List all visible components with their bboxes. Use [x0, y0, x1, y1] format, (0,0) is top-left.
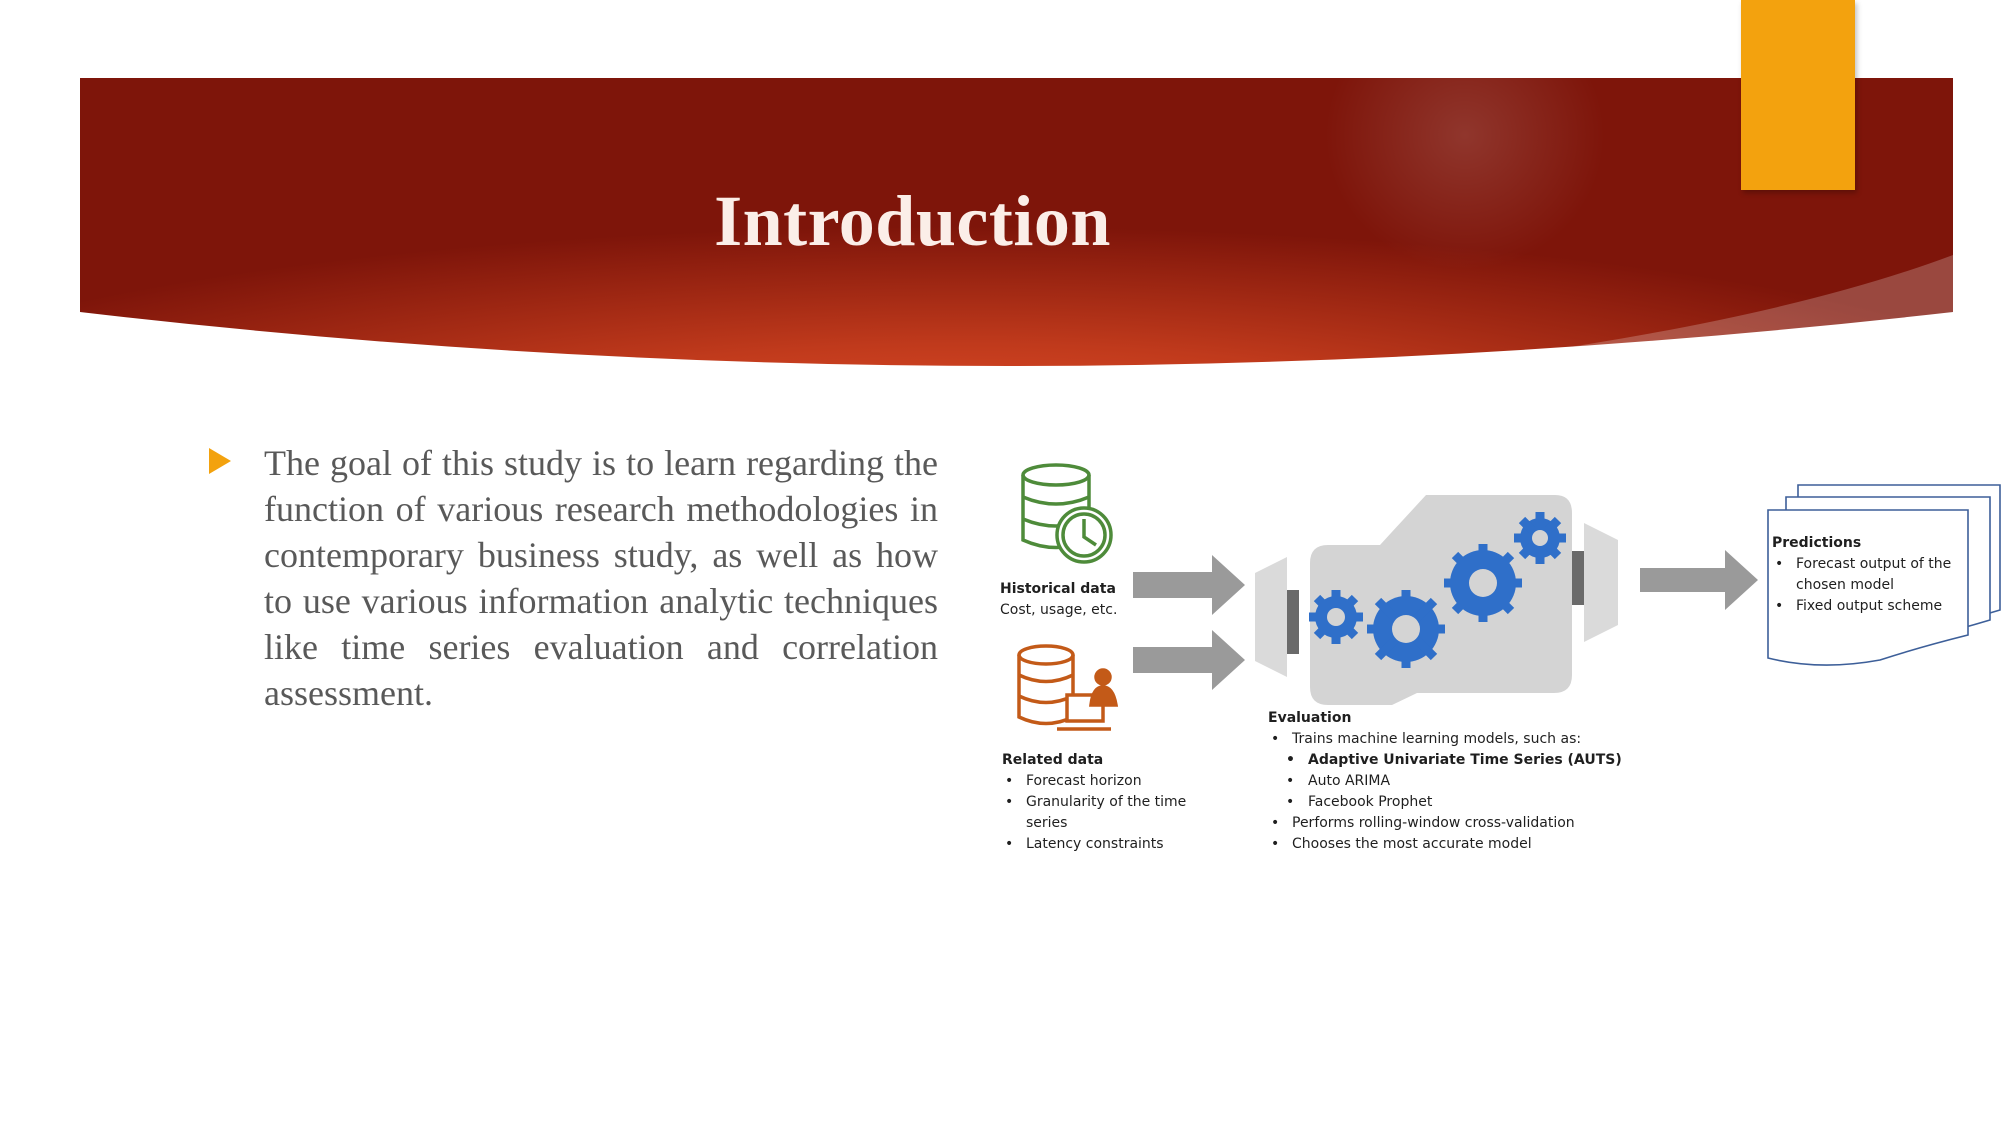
predictions-block: Predictions Forecast output of the chose… — [1772, 533, 1972, 617]
database-user-icon — [1017, 644, 1119, 731]
list-item: Forecast output of the chosen model — [1772, 554, 1972, 596]
predictions-title: Predictions — [1772, 535, 1862, 551]
list-item: Fixed output scheme — [1772, 596, 1972, 617]
related-data-block: Related data Forecast horizon Granularit… — [1002, 750, 1202, 855]
output-arrow-icon — [1640, 550, 1758, 610]
historical-data-title: Historical data — [1000, 581, 1116, 597]
list-item: Facebook Prophet — [1268, 792, 1622, 813]
list-item: Granularity of the time series — [1002, 792, 1202, 834]
evaluation-block: Evaluation Trains machine learning model… — [1268, 708, 1622, 855]
list-item: Forecast horizon — [1002, 771, 1202, 792]
list-item: Trains machine learning models, such as: — [1268, 729, 1622, 750]
slide-title: Introduction — [714, 181, 1111, 261]
list-item: Latency constraints — [1002, 834, 1202, 855]
historical-data-subtitle: Cost, usage, etc. — [1000, 602, 1118, 618]
body-paragraph: The goal of this study is to learn regar… — [264, 443, 938, 713]
list-item: Chooses the most accurate model — [1268, 834, 1622, 855]
bullet-arrow-icon — [209, 448, 231, 474]
list-item: Adaptive Univariate Time Series (AUTS) — [1268, 750, 1622, 771]
title-banner — [80, 0, 1953, 366]
input-arrow-icon — [1133, 555, 1245, 690]
evaluation-title: Evaluation — [1268, 710, 1352, 726]
list-item: Auto ARIMA — [1268, 771, 1622, 792]
gears-engine-icon — [1255, 495, 1618, 705]
historical-data-block: Historical data Cost, usage, etc. — [1000, 579, 1117, 621]
forecast-diagram: Historical data Cost, usage, etc. Relate… — [990, 455, 2001, 875]
related-data-title: Related data — [1002, 752, 1104, 768]
list-item: Performs rolling-window cross-validation — [1268, 813, 1622, 834]
accent-tab — [1741, 0, 1855, 190]
database-clock-icon — [1021, 463, 1113, 564]
